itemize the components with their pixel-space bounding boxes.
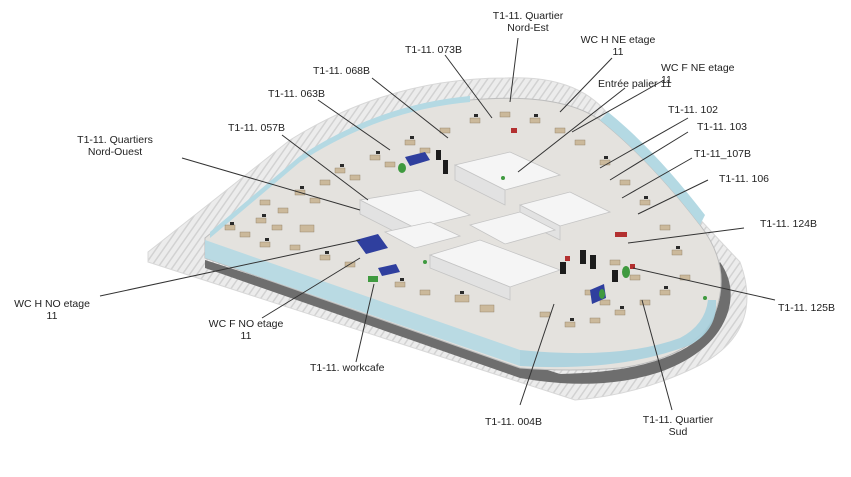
- chairs: [230, 114, 680, 321]
- red-elements: [511, 128, 635, 269]
- glass-facade-northeast: [600, 112, 705, 225]
- floor-edge-shadow: [205, 260, 731, 384]
- label-wc-h-ne-etage-11: WC H NE etage 11: [580, 34, 656, 58]
- label-quartier-nord-est: T1-11. Quartier Nord-Est: [492, 10, 564, 34]
- label-wc-h-no-etage-11: WC H NO etage 11: [14, 298, 90, 322]
- label-room-057b: T1-11. 057B: [228, 122, 286, 134]
- black-cabinets: [436, 150, 618, 282]
- label-workcafe: T1-11. workcafe: [310, 362, 385, 374]
- label-room-124b: T1-11. 124B: [760, 218, 818, 230]
- label-room-107b: T1-11_107B: [694, 148, 752, 160]
- label-room-063b: T1-11. 063B: [268, 88, 326, 100]
- label-room-073b: T1-11. 073B: [405, 44, 463, 56]
- label-room-103: T1-11. 103: [697, 121, 748, 133]
- label-room-125b: T1-11. 125B: [778, 302, 836, 314]
- label-quartier-sud: T1-11. Quartier Sud: [642, 414, 714, 438]
- glass-facade-southwest: [205, 240, 520, 366]
- label-room-068b: T1-11. 068B: [313, 65, 371, 77]
- label-room-106: T1-11. 106: [719, 173, 770, 185]
- label-room-102: T1-11. 102: [668, 104, 719, 116]
- label-wc-f-no-etage-11: WC F NO etage 11: [208, 318, 284, 342]
- glass-facade-southeast: [520, 300, 717, 368]
- central-core: [358, 151, 612, 301]
- label-wc-f-ne-etage-11: WC F NE etage 11: [661, 62, 735, 86]
- label-room-004b: T1-11. 004B: [485, 416, 543, 428]
- green-elements: [368, 163, 707, 300]
- label-quartiers-nord-ouest: T1-11. Quartiers Nord-Ouest: [77, 134, 153, 158]
- leader-lines: [99, 37, 776, 411]
- label-entree-palier-11: Entrée palier 11: [598, 78, 672, 90]
